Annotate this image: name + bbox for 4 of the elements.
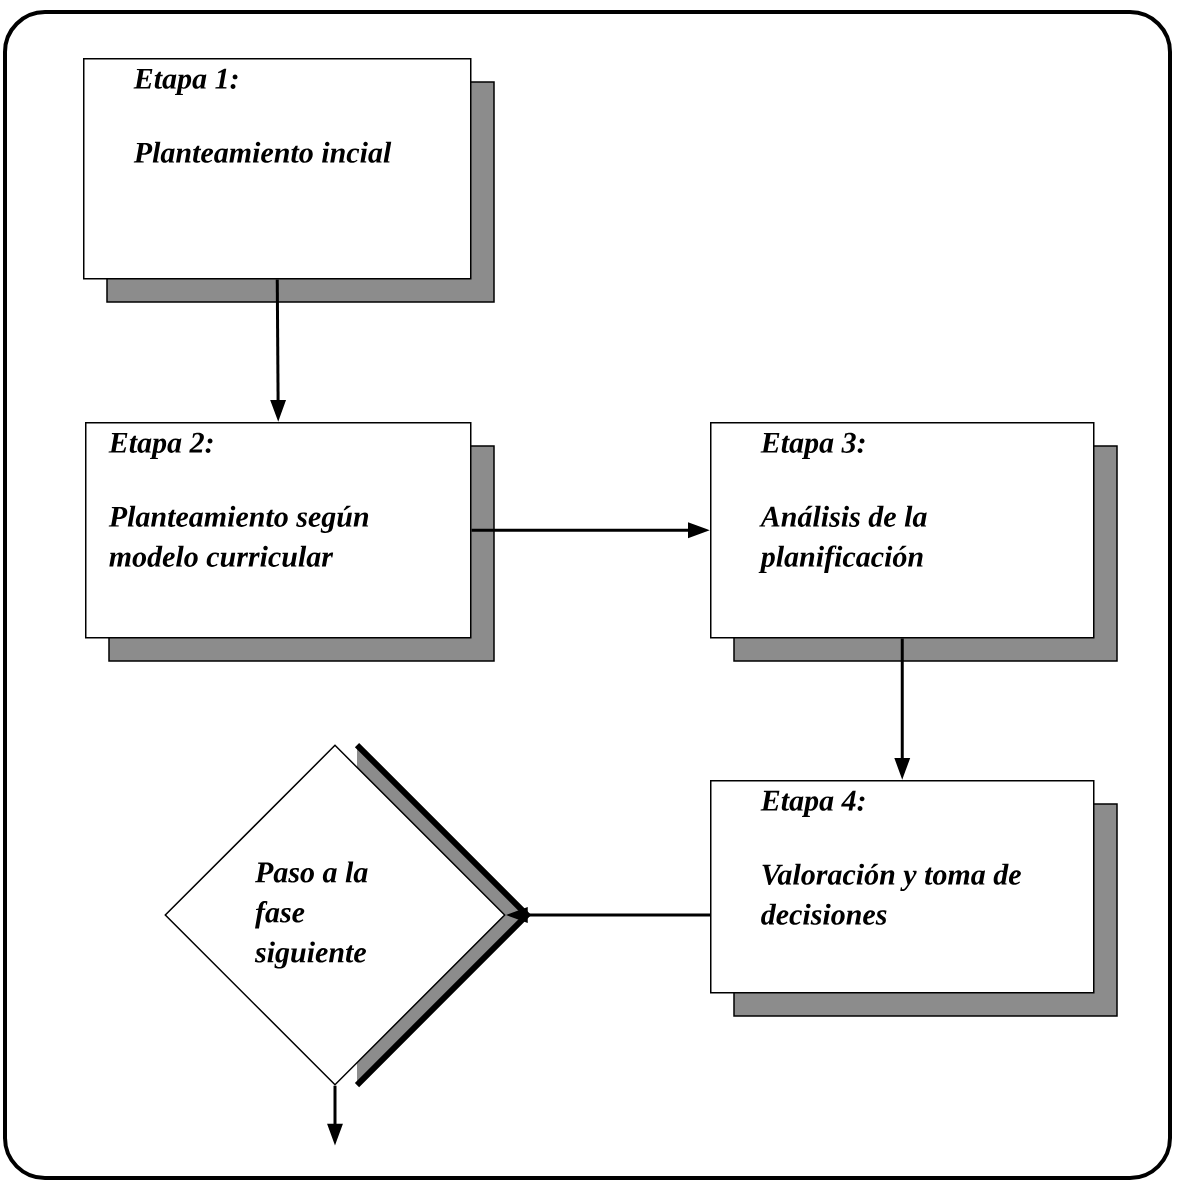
process-box: Etapa 1: Planteamiento incial (83, 58, 495, 303)
process-box: Etapa 4: Valoración y toma de decisiones (710, 780, 1118, 1017)
process-box: Etapa 2: Planteamiento según modelo curricular (85, 422, 495, 662)
process-box: Etapa 3: Análisis de la planificación (710, 422, 1118, 662)
